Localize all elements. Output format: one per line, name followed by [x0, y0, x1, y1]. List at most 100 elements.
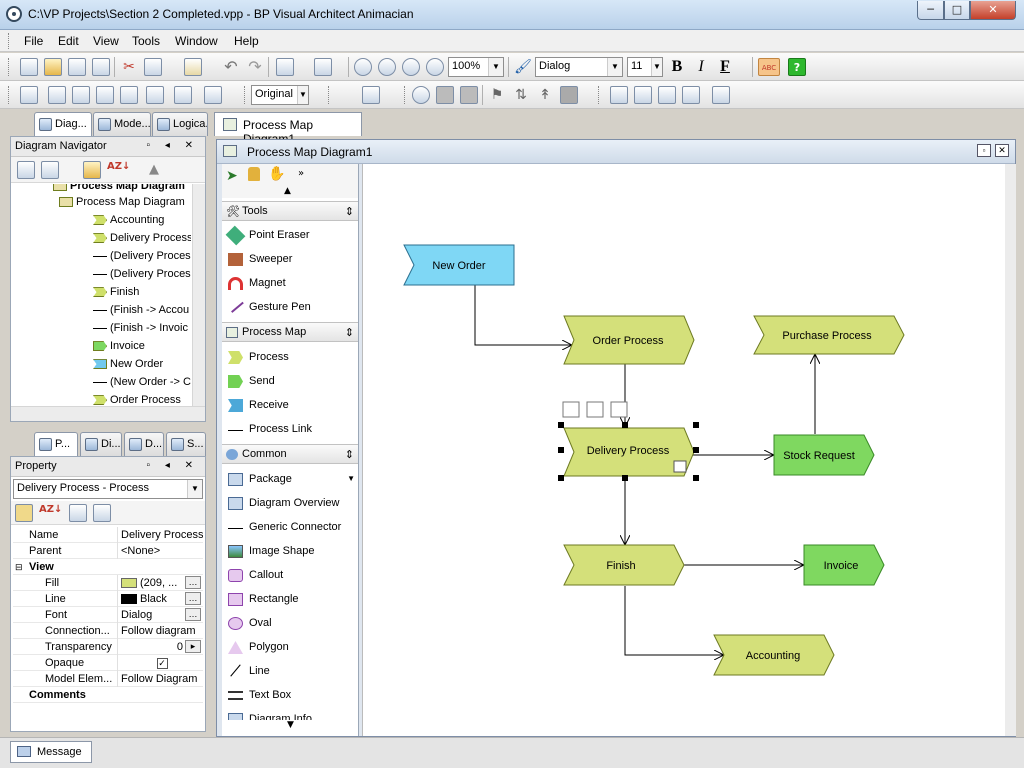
- paste-icon[interactable]: [184, 58, 202, 76]
- up-icon[interactable]: ▲: [149, 162, 159, 177]
- checklist-3-icon[interactable]: [658, 86, 676, 104]
- selector-icon[interactable]: ➤: [226, 168, 238, 184]
- redo-icon[interactable]: ↷: [248, 57, 262, 76]
- open-project-icon[interactable]: [44, 58, 62, 76]
- spell-check-icon[interactable]: ABC: [758, 58, 780, 76]
- expand-icon[interactable]: [69, 504, 87, 522]
- chevron-down-icon[interactable]: ▼: [651, 58, 662, 76]
- tree-item[interactable]: (New Order -> C: [93, 373, 191, 391]
- new-diagram-icon[interactable]: [20, 86, 38, 104]
- cut-icon[interactable]: ✂: [123, 59, 135, 75]
- palette-item-callout[interactable]: Callout: [222, 564, 358, 588]
- palette-item-gesture-pen[interactable]: Gesture Pen: [222, 296, 358, 320]
- tree-item[interactable]: Order Process: [93, 391, 181, 406]
- tab-diagram-overview[interactable]: Di...: [80, 432, 122, 456]
- maximize-button[interactable]: □: [944, 1, 970, 20]
- sort-icon[interactable]: AZ↓: [39, 504, 63, 515]
- split-arrow-icon[interactable]: ⇅: [515, 87, 527, 103]
- font-edit-button[interactable]: …: [185, 608, 201, 621]
- bold-button[interactable]: B: [671, 58, 683, 75]
- tab-process-map-diagram[interactable]: Process Map Diagram1: [214, 112, 362, 146]
- report-icon[interactable]: [362, 86, 380, 104]
- receive-shape[interactable]: [403, 244, 515, 286]
- shape-new-order[interactable]: New Order: [403, 244, 515, 286]
- hand-icon[interactable]: ✋: [268, 166, 286, 182]
- menu-file[interactable]: File: [24, 34, 44, 48]
- shape-invoice[interactable]: Invoice: [803, 544, 885, 586]
- pause-icon[interactable]: [460, 86, 478, 104]
- process-shape[interactable]: [563, 544, 685, 586]
- tree-item[interactable]: Invoice: [93, 337, 145, 355]
- tree-item[interactable]: (Finish -> Invoic: [93, 319, 188, 337]
- subdiagram-icon[interactable]: [673, 460, 687, 473]
- resource-catalog-icon[interactable]: [562, 401, 580, 418]
- palette-item-process[interactable]: Process: [222, 346, 358, 370]
- chevron-down-icon[interactable]: ▼: [297, 86, 308, 104]
- diagram-type-2-icon[interactable]: [72, 86, 90, 104]
- diagram-type-6-icon[interactable]: [174, 86, 192, 104]
- diagram-type-4-icon[interactable]: [120, 86, 138, 104]
- diagram-type-7-icon[interactable]: [204, 86, 222, 104]
- copy-icon[interactable]: [144, 58, 162, 76]
- panel-controls[interactable]: ▫ ◂ ✕: [146, 140, 199, 151]
- navigator-scrollbar[interactable]: [192, 184, 205, 406]
- tree-item[interactable]: Process Map Diagram: [53, 184, 185, 195]
- menu-help[interactable]: Help: [234, 34, 259, 48]
- tab-logical-view[interactable]: Logica...: [152, 112, 208, 136]
- align-icon[interactable]: [276, 58, 294, 76]
- tree-item[interactable]: (Delivery Process: [93, 247, 191, 265]
- diagram-type-5-icon[interactable]: [146, 86, 164, 104]
- selection-handle[interactable]: [558, 422, 564, 428]
- tab-property[interactable]: P...: [34, 432, 78, 457]
- selection-handle[interactable]: [693, 447, 699, 453]
- merge-arrow-icon[interactable]: ↟: [539, 87, 551, 103]
- selection-handle[interactable]: [558, 447, 564, 453]
- palette-item-diagram-info[interactable]: Diagram Info: [222, 708, 358, 722]
- palette-section-tools[interactable]: 🛠 Tools ⇕: [222, 201, 358, 221]
- group-icon[interactable]: [560, 86, 578, 104]
- undo-icon[interactable]: ↶: [224, 57, 238, 76]
- help-icon[interactable]: ?: [788, 58, 806, 76]
- palette-item-polygon[interactable]: Polygon: [222, 636, 358, 660]
- diagram-type-1-icon[interactable]: [48, 86, 66, 104]
- folder-icon[interactable]: [83, 161, 101, 179]
- chevron-down-icon[interactable]: ▼: [607, 58, 622, 76]
- categorize-icon[interactable]: [15, 504, 33, 522]
- opaque-checkbox[interactable]: ✓: [156, 657, 168, 669]
- close-button[interactable]: ✕: [970, 1, 1016, 20]
- send-shape[interactable]: [803, 544, 885, 586]
- collapse-icon[interactable]: ⊟: [15, 562, 23, 572]
- process-shape[interactable]: [563, 315, 695, 365]
- palette-item-line[interactable]: Line: [222, 660, 358, 684]
- save-icon[interactable]: [68, 58, 86, 76]
- process-shape[interactable]: [753, 315, 905, 355]
- font-color-button[interactable]: F: [720, 58, 730, 75]
- collapse-icon[interactable]: ⇕: [344, 327, 354, 339]
- zoom-out-icon[interactable]: [378, 58, 396, 76]
- property-row-opaque[interactable]: Opaque✓: [13, 655, 203, 671]
- checklist-2-icon[interactable]: [634, 86, 652, 104]
- link-finish-to-accounting[interactable]: [624, 586, 723, 655]
- navigator-hscrollbar[interactable]: [11, 406, 205, 421]
- collapse-icon[interactable]: ⇕: [344, 206, 354, 218]
- lock-icon[interactable]: [248, 167, 260, 181]
- diagram-canvas[interactable]: New Order Order Process Purchase Process…: [362, 164, 1005, 736]
- restore-icon[interactable]: ▫: [977, 144, 991, 157]
- palette-item-rectangle[interactable]: Rectangle: [222, 588, 358, 612]
- chevron-down-icon[interactable]: ▼: [347, 474, 355, 483]
- chevron-down-icon[interactable]: ▼: [187, 480, 202, 498]
- selection-handle[interactable]: [558, 475, 564, 481]
- italic-button[interactable]: I: [698, 58, 704, 75]
- app-icon[interactable]: [6, 6, 22, 22]
- selection-handle[interactable]: [622, 475, 628, 481]
- palette-section-common[interactable]: Common ⇕: [222, 444, 358, 464]
- selection-handle[interactable]: [622, 422, 628, 428]
- palette-item-send[interactable]: Send: [222, 370, 358, 394]
- palette-item-sweeper[interactable]: Sweeper: [222, 248, 358, 272]
- palette-item-oval[interactable]: Oval: [222, 612, 358, 636]
- selection-handle[interactable]: [693, 475, 699, 481]
